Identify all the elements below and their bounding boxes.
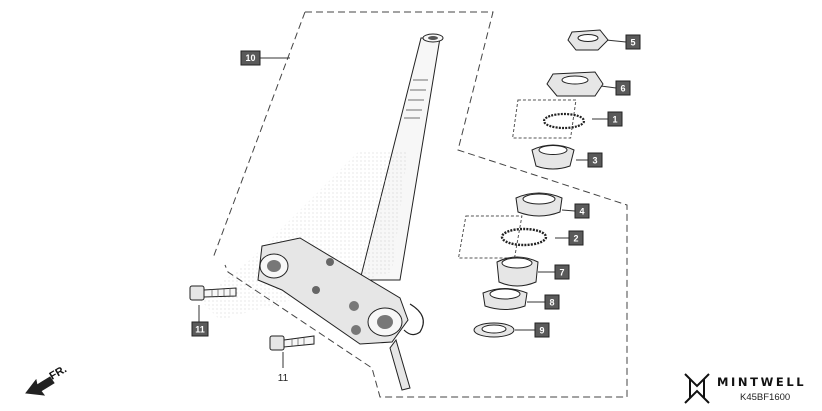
brand-logo-icon <box>684 373 710 404</box>
svg-text:2: 2 <box>573 234 578 244</box>
diagram-code: K45BF1600 <box>740 392 790 403</box>
svg-text:9: 9 <box>539 326 544 336</box>
callout-11-boxed[interactable]: 11 <box>191 321 209 337</box>
adjusting-nut-6 <box>546 71 604 97</box>
front-label: FR. <box>48 363 69 382</box>
brand-watermark: MINTWELL K45BF1600 <box>684 373 806 404</box>
callout-2[interactable]: 2 <box>568 230 584 246</box>
svg-text:6: 6 <box>620 84 625 94</box>
dust-seal-7 <box>496 256 539 287</box>
svg-text:7: 7 <box>559 268 564 278</box>
svg-text:10: 10 <box>245 53 255 63</box>
washer-9 <box>473 322 515 338</box>
callout-1[interactable]: 1 <box>607 111 623 127</box>
lower-triple-clamp <box>257 237 424 391</box>
front-arrow-icon <box>25 376 55 396</box>
callout-5[interactable]: 5 <box>625 34 641 50</box>
callout-11-plain[interactable]: 11 <box>278 373 289 384</box>
svg-text:8: 8 <box>549 298 554 308</box>
bolt-upper <box>189 285 237 301</box>
callout-4[interactable]: 4 <box>574 203 590 219</box>
front-direction-indicator: FR. <box>25 363 69 396</box>
ball-race-4 <box>515 192 563 217</box>
callout-3[interactable]: 3 <box>587 152 603 168</box>
brand-name: MINTWELL <box>717 375 806 389</box>
svg-text:11: 11 <box>278 373 289 384</box>
svg-text:1: 1 <box>612 115 617 125</box>
bolt-lower <box>269 335 315 351</box>
callout-9[interactable]: 9 <box>534 322 550 338</box>
svg-text:11: 11 <box>195 325 205 335</box>
callout-8[interactable]: 8 <box>544 294 560 310</box>
svg-text:5: 5 <box>630 38 635 48</box>
lower-race-8 <box>482 288 528 310</box>
lock-nut-5 <box>567 29 609 51</box>
callout-7[interactable]: 7 <box>554 264 570 280</box>
steel-balls-1 <box>512 99 586 139</box>
steel-balls-2 <box>457 215 548 259</box>
upper-race-3 <box>531 144 575 170</box>
leader-lines <box>198 39 627 368</box>
callout-6[interactable]: 6 <box>615 80 631 96</box>
svg-text:4: 4 <box>579 207 584 217</box>
callout-10[interactable]: 10 <box>240 50 261 66</box>
svg-text:3: 3 <box>592 156 597 166</box>
